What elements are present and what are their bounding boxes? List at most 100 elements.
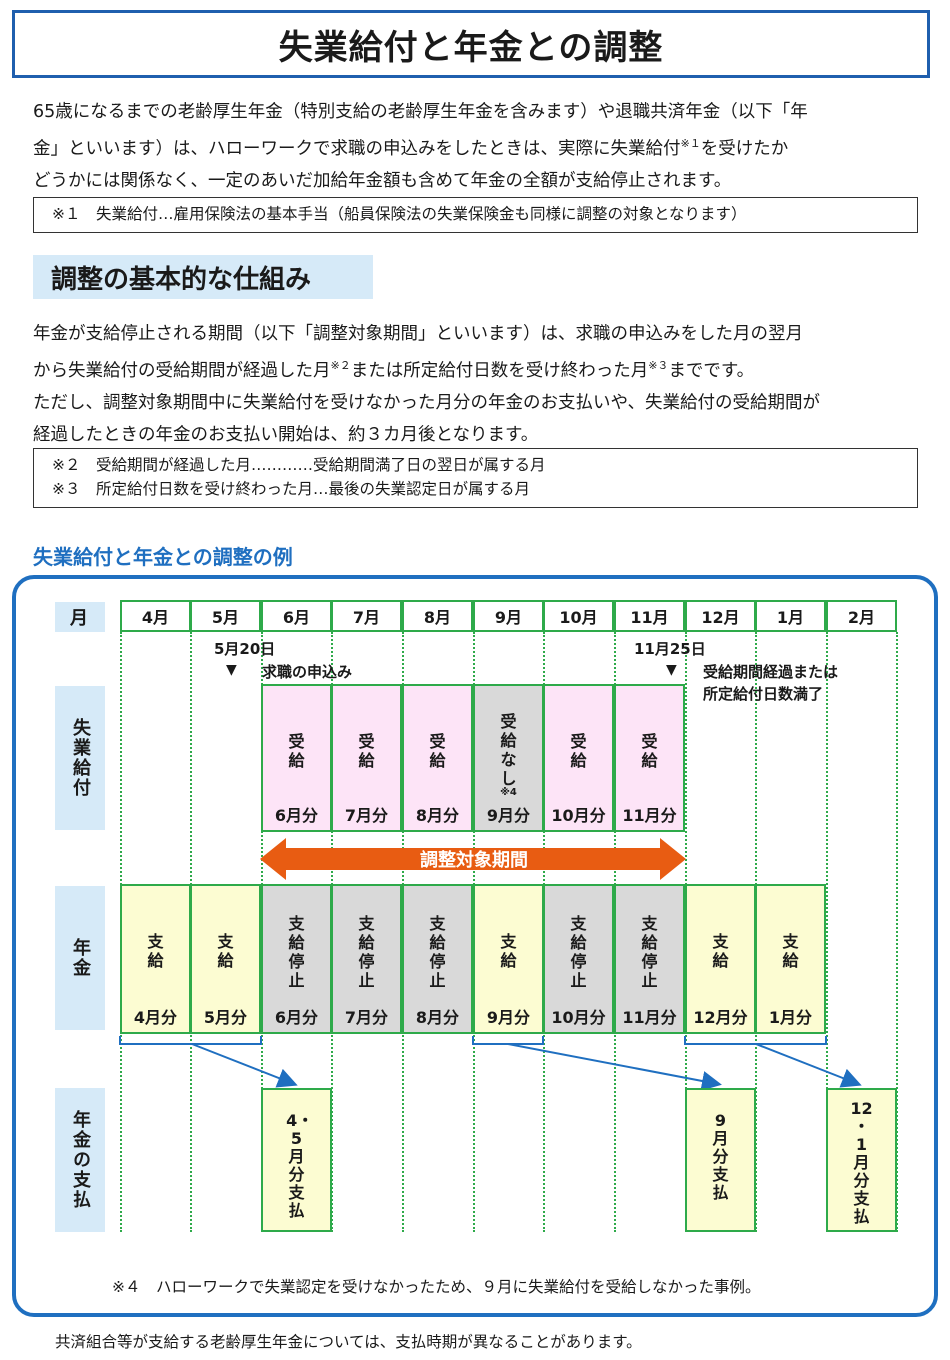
period-label: 調整対象期間 [420,850,528,871]
start-label: 求職の申込み [262,663,353,681]
pension-cell-label: 9月分 [486,1008,531,1027]
pension-cell-text: 支給停止 [288,914,305,990]
body-paragraph: 年金が支給停止される期間（以下「調整対象期間」といいます）は、求職の申込みをした… [33,318,923,451]
body-sup-2: ※２ [330,359,351,372]
body-line-2: から失業給付の受給期間が経過した月※２または所定給付日数を受け終わった月※３まで… [33,350,923,387]
month-cell: 2月 [826,600,897,632]
unemployment-cell: 受給 8月分 [402,684,473,832]
row-label-month: 月 [55,602,105,632]
end-label-2: 所定給付日数満了 [703,685,824,703]
pension-cell-label: 7月分 [344,1008,389,1027]
pension-cell: 支給停止 8月分 [402,884,473,1034]
month-cell: 11月 [614,600,685,632]
pension-cell-text: 支給 [782,932,799,970]
pension-cell-label: 8月分 [415,1008,460,1027]
intro-line-2b: を受けたか [700,138,789,159]
payment-cell: 4・5月分支払 [261,1088,332,1232]
note-2-text: ※２ 受給期間が経過した月…………受給期間満了日の翌日が属する月 [52,456,546,474]
pension-cell-text: 支給停止 [429,914,446,990]
unemployment-cell-text: 受給 [429,732,446,770]
end-label-1: 受給期間経過または [703,663,839,681]
payment-cell-text: 9月分支払 [712,1111,729,1202]
body-line-2b: または所定給付日数を受け終わった月 [350,360,649,381]
pension-cell-text: 支給停止 [641,914,658,990]
pension-cell-text: 支給 [712,932,729,970]
unemployment-cell-label: 9月分 [486,806,531,825]
intro-line-2a: 金」といいます）は、ハローワークで求職の申込みをしたときは、実際に失業給付 [33,138,681,159]
body-line-2a: から失業給付の受給期間が経過した月 [33,360,331,381]
note-1-text: ※１ 失業給付…雇用保険法の基本手当（船員保険法の失業保険金も同様に調整の対象と… [52,205,747,223]
example-title: 失業給付と年金との調整の例 [33,545,293,569]
pension-cell-text: 支給停止 [570,914,587,990]
unemployment-cell-text: 受給 [570,732,587,770]
pension-cell-label: 4月分 [133,1008,178,1027]
pension-cell-text: 支給 [500,932,517,970]
month-cell: 12月 [685,600,756,632]
adjustment-period-arrow [260,838,686,880]
guide-line [896,632,898,1232]
guide-line [826,632,828,1232]
unemployment-cell-text: 受給 [358,732,375,770]
pension-cell: 支給 4月分 [120,884,191,1034]
payment-arrows [119,1036,862,1090]
unemployment-cell-label: 8月分 [415,806,460,825]
bracket-sep [472,1036,544,1045]
row-label-pension: 年金 [55,886,105,1030]
unemployment-cell-label: 6月分 [274,806,319,825]
unemployment-cell-label: 7月分 [344,806,389,825]
notes-2-3-box: ※２ 受給期間が経過した月…………受給期間満了日の翌日が属する月 ※３ 所定給付… [33,448,918,508]
unemployment-cell-text: 受給 [288,732,305,770]
unemployment-cell-label: 11月分 [622,806,677,825]
body-line-3: ただし、調整対象期間中に失業給付を受けなかった月分の年金のお支払いや、失業給付の… [33,392,820,413]
pension-cell-label: 12月分 [693,1008,748,1027]
section-title-text: 調整の基本的な仕組み [51,264,312,295]
pension-cell-label: 11月分 [622,1008,677,1027]
intro-paragraph: 65歳になるまでの老齢厚生年金（特別支給の老齢厚生年金を含みます）や退職共済年金… [33,96,923,197]
pension-cell-label: 1月分 [768,1008,813,1027]
pension-cell-text: 支給 [147,932,164,970]
footer-note: 共済組合等が支給する老齢厚生年金については、支払時期が異なることがあります。 [55,1333,642,1351]
page-title: 失業給付と年金との調整 [12,10,930,78]
body-line-4: 経過したときの年金のお支払い開始は、約３カ月後となります。 [33,424,539,445]
intro-line-2: 金」といいます）は、ハローワークで求職の申込みをしたときは、実際に失業給付※１を… [33,128,923,165]
pension-cell-label: 10月分 [551,1008,606,1027]
arrow-to-payment-2 [507,1043,722,1090]
pension-cell: 支給 12月分 [685,884,756,1034]
example-panel [12,575,938,1317]
pension-cell-text: 支給 [217,932,234,970]
pension-cell: 支給停止 11月分 [614,884,685,1034]
month-cell: 9月 [473,600,544,632]
end-date: 11月25日 [634,640,706,658]
unemployment-cell-text: 受給なし [500,712,517,788]
month-cell: 8月 [402,600,473,632]
note-4: ※４ ハローワークで失業認定を受けなかったため、９月に失業給付を受給しなかった事… [112,1278,761,1296]
pension-cell: 支給 1月分 [755,884,826,1034]
note-3-text: ※３ 所定給付日数を受け終わった月…最後の失業認定日が属する月 [52,480,530,498]
unemployment-cell: 受給 6月分 [261,684,332,832]
body-line-2c: までです。 [668,360,755,381]
month-cell: 7月 [331,600,402,632]
period-arrow-shape [260,838,686,880]
intro-line-1: 65歳になるまでの老齢厚生年金（特別支給の老齢厚生年金を含みます）や退職共済年金… [33,102,808,122]
section-title: 調整の基本的な仕組み [33,255,373,299]
payment-cell: 9月分支払 [685,1088,756,1232]
pension-cell: 支給 9月分 [473,884,544,1034]
month-cell: 5月 [190,600,261,632]
unemployment-cell: 受給 7月分 [331,684,402,832]
month-cell: 4月 [120,600,191,632]
row-label-payment: 年金の支払 [55,1088,105,1232]
payment-cell-text: 4・5月分支払 [286,1111,314,1220]
intro-line-3: どうかには関係なく、一定のあいだ加給年金額も含めて年金の全額が支給停止されます。 [33,170,732,191]
bracket-apr-may [119,1036,262,1045]
row-label-unemployment: 失業給付 [55,686,105,830]
body-line-1: 年金が支給停止される期間（以下「調整対象期間」といいます）は、求職の申込みをした… [33,324,803,344]
start-date: 5月20日 [214,640,276,658]
intro-sup-1: ※１ [680,137,701,150]
